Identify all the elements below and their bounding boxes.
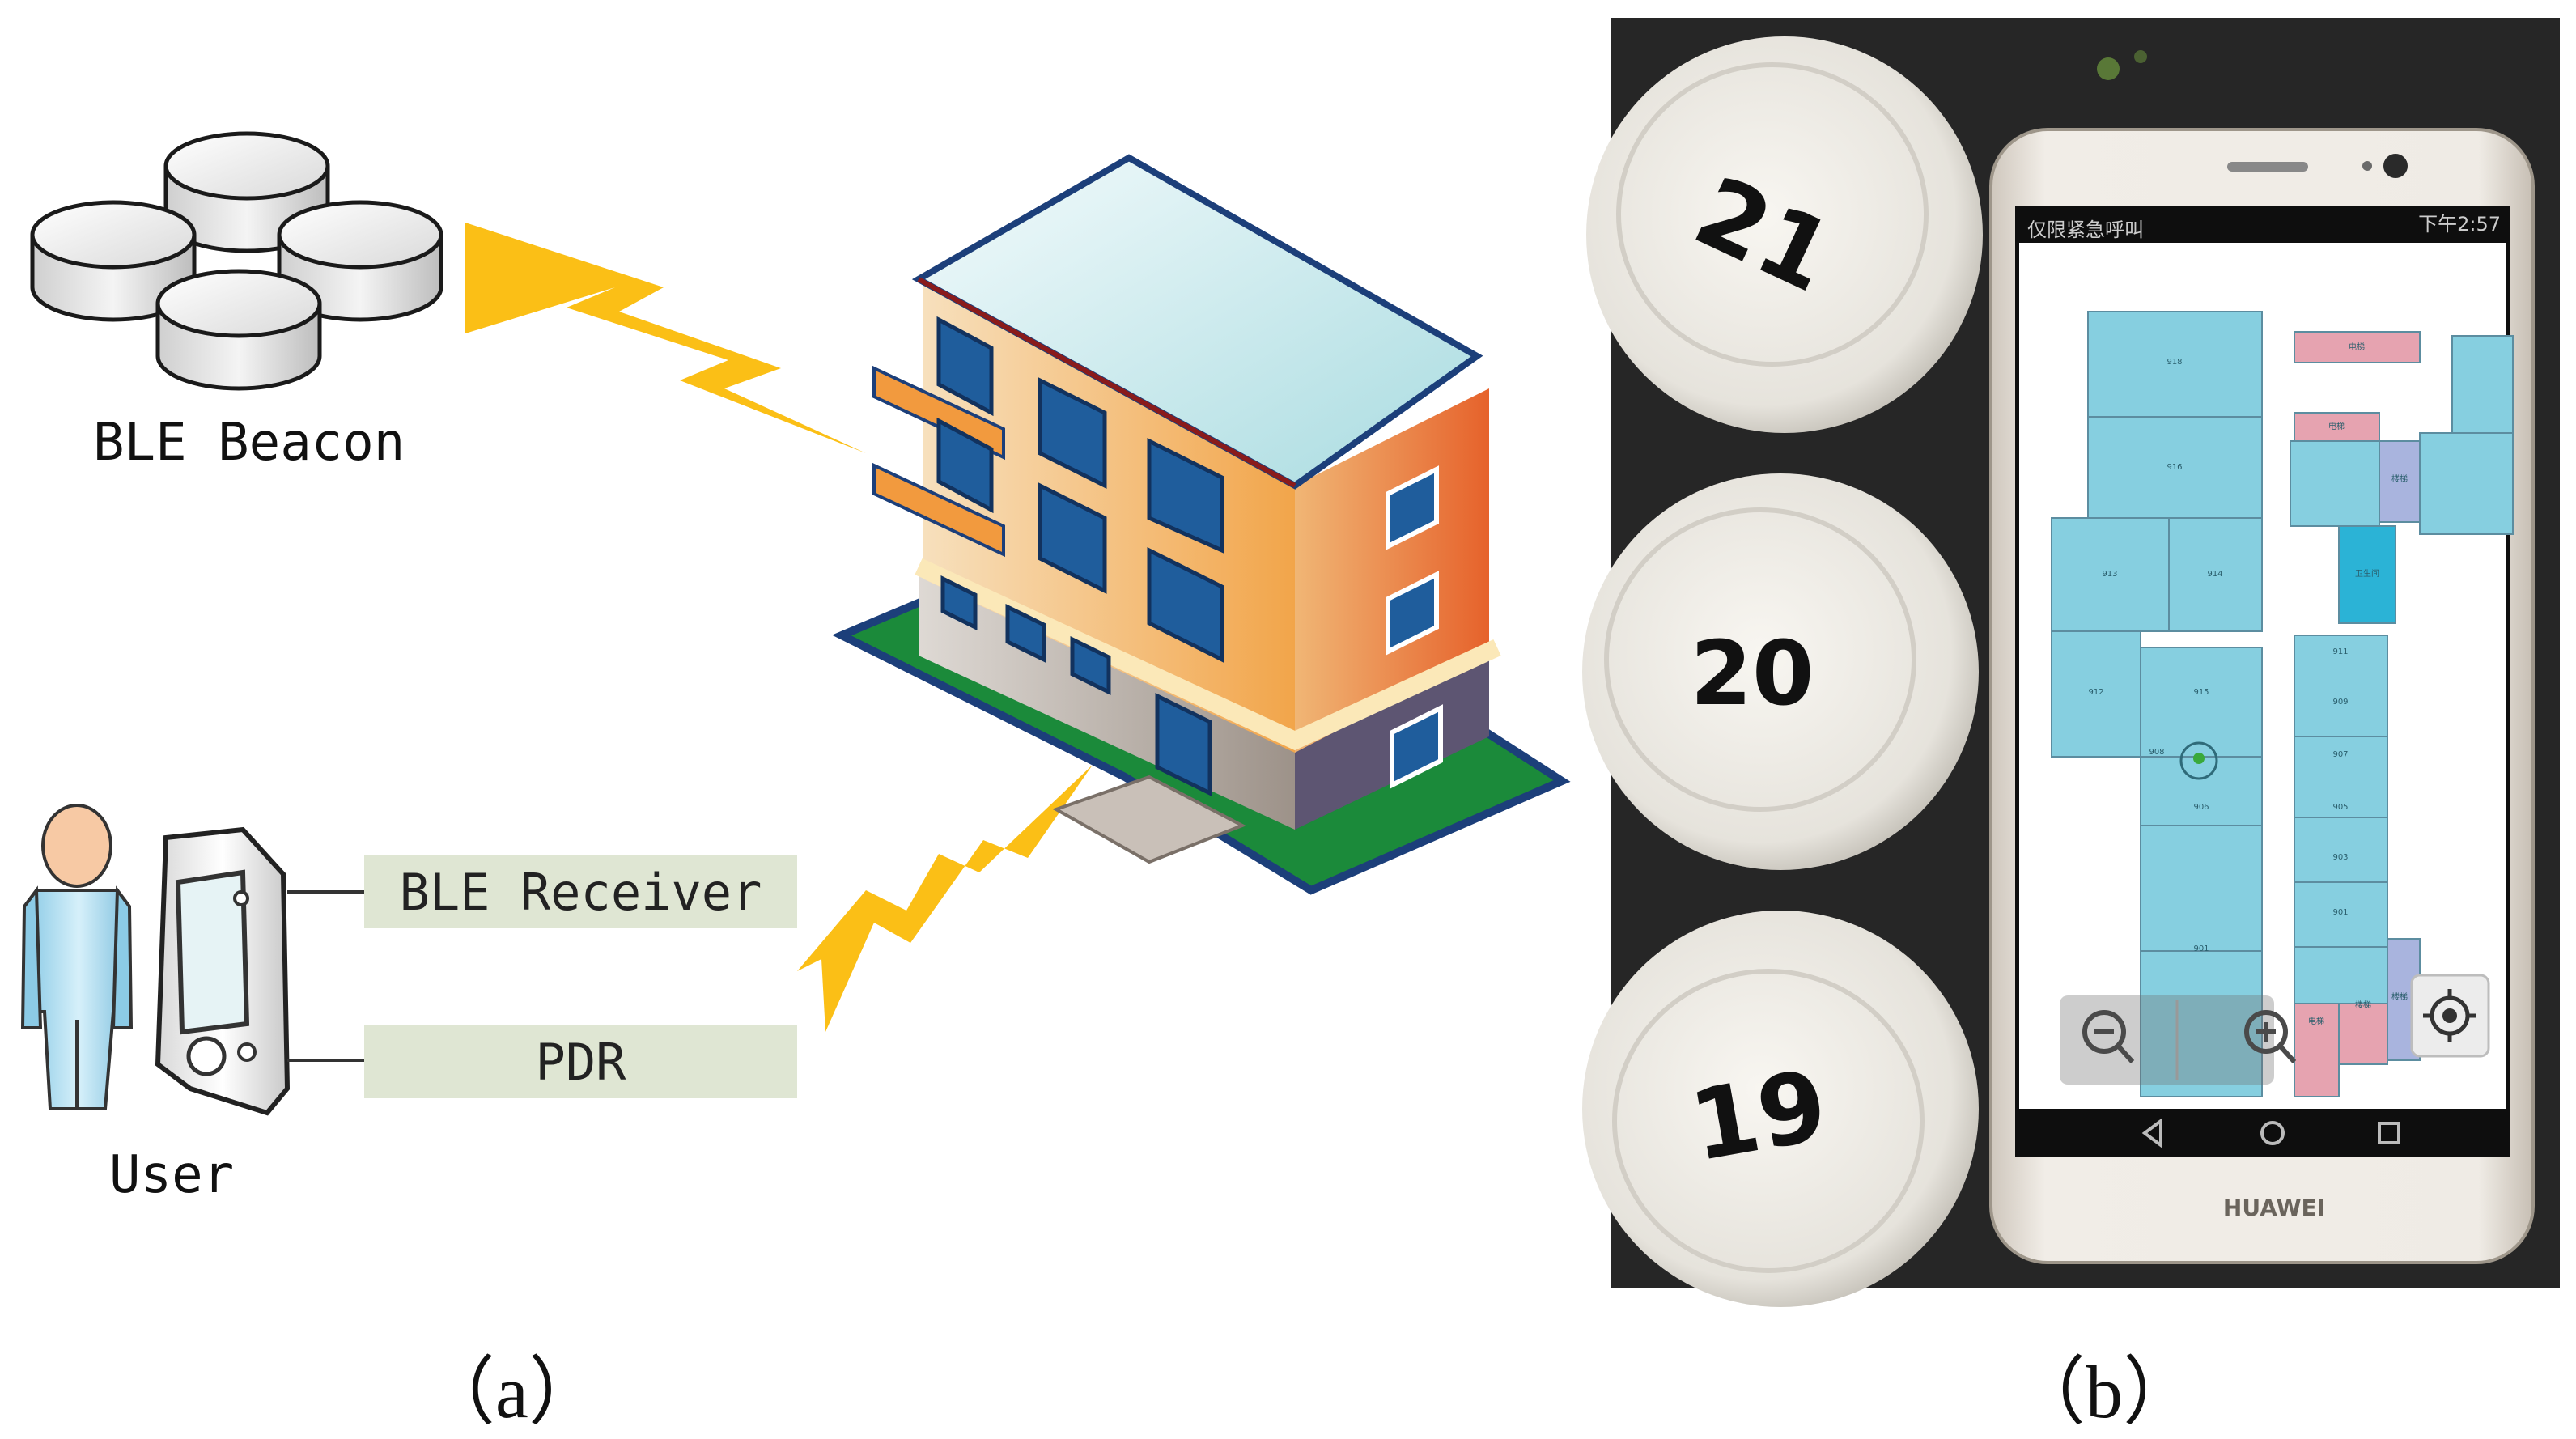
- zoom-in-icon[interactable]: [2244, 1010, 2297, 1064]
- room-label: 电梯: [2308, 1016, 2324, 1026]
- beacon-number-19: 19: [1683, 1050, 1835, 1184]
- locate-icon[interactable]: [2410, 974, 2490, 1058]
- room-label: 918: [2166, 358, 2182, 367]
- room-label: 903: [2332, 853, 2348, 862]
- phone-brand: HUAWEI: [2223, 1195, 2325, 1221]
- home-nav-icon: [2260, 1121, 2285, 1145]
- beacon-puck-20: [1582, 473, 1979, 870]
- room-label: 907: [2332, 750, 2348, 759]
- status-bar-left: 仅限紧急呼叫: [2027, 219, 2144, 241]
- signal-bolt-icon: [797, 765, 1093, 1032]
- pdr-box: PDR: [364, 1025, 797, 1098]
- signal-bolt-icon: [465, 223, 866, 453]
- room-labels: 918 916 913 914 912 915 911 909 908 906 …: [2088, 342, 2408, 1026]
- room-label: 916: [2166, 463, 2182, 472]
- recents-nav-icon: [2378, 1122, 2400, 1144]
- room-label: 906: [2193, 803, 2209, 812]
- room-label: 电梯: [2349, 342, 2365, 352]
- room-label: 卫生间: [2355, 568, 2379, 579]
- zoom-controls: [2060, 995, 2274, 1085]
- beacon-puck-19: [1582, 911, 1979, 1307]
- caption-b: （b）: [2011, 1351, 2198, 1433]
- ble-beacon-icon: [30, 131, 443, 391]
- user-icon: [20, 804, 134, 1110]
- status-time: 下午2:57: [2418, 213, 2501, 236]
- room-label: 楼梯: [2391, 991, 2408, 1002]
- user-location-marker: [2179, 741, 2218, 780]
- room-label: 909: [2332, 698, 2348, 707]
- beacon-number-20: 20: [1690, 622, 1814, 725]
- user-location-dot: [2193, 753, 2205, 764]
- room-label: 915: [2193, 688, 2209, 697]
- room-label: 908: [2149, 748, 2164, 757]
- caption-a: （a）: [421, 1351, 603, 1433]
- room-label: 901: [2332, 908, 2348, 917]
- room-label: 楼梯: [2355, 1000, 2371, 1010]
- room-label: 913: [2102, 570, 2117, 579]
- back-nav-icon: [2141, 1118, 2162, 1148]
- room-label: 901: [2193, 944, 2209, 953]
- earpiece-icon: [2227, 162, 2308, 172]
- camera-icon: [2383, 154, 2408, 178]
- building-icon: [832, 154, 1571, 895]
- pda-device-icon: [155, 826, 291, 1116]
- room-label: 911: [2332, 647, 2348, 656]
- ble-beacon-label: BLE Beacon: [93, 413, 405, 473]
- zoom-out-icon[interactable]: [2082, 1010, 2135, 1064]
- beacon-puck-21: [1586, 36, 1983, 433]
- room-label: 912: [2088, 688, 2103, 697]
- room-label: 楼梯: [2391, 473, 2408, 484]
- room-label: 914: [2207, 570, 2222, 579]
- room-label: 电梯: [2328, 421, 2345, 431]
- user-label: User: [109, 1145, 235, 1205]
- ble-receiver-box: BLE Receiver: [364, 855, 797, 928]
- floor-plan-map: [2051, 311, 2514, 1097]
- room-label: 905: [2332, 803, 2348, 812]
